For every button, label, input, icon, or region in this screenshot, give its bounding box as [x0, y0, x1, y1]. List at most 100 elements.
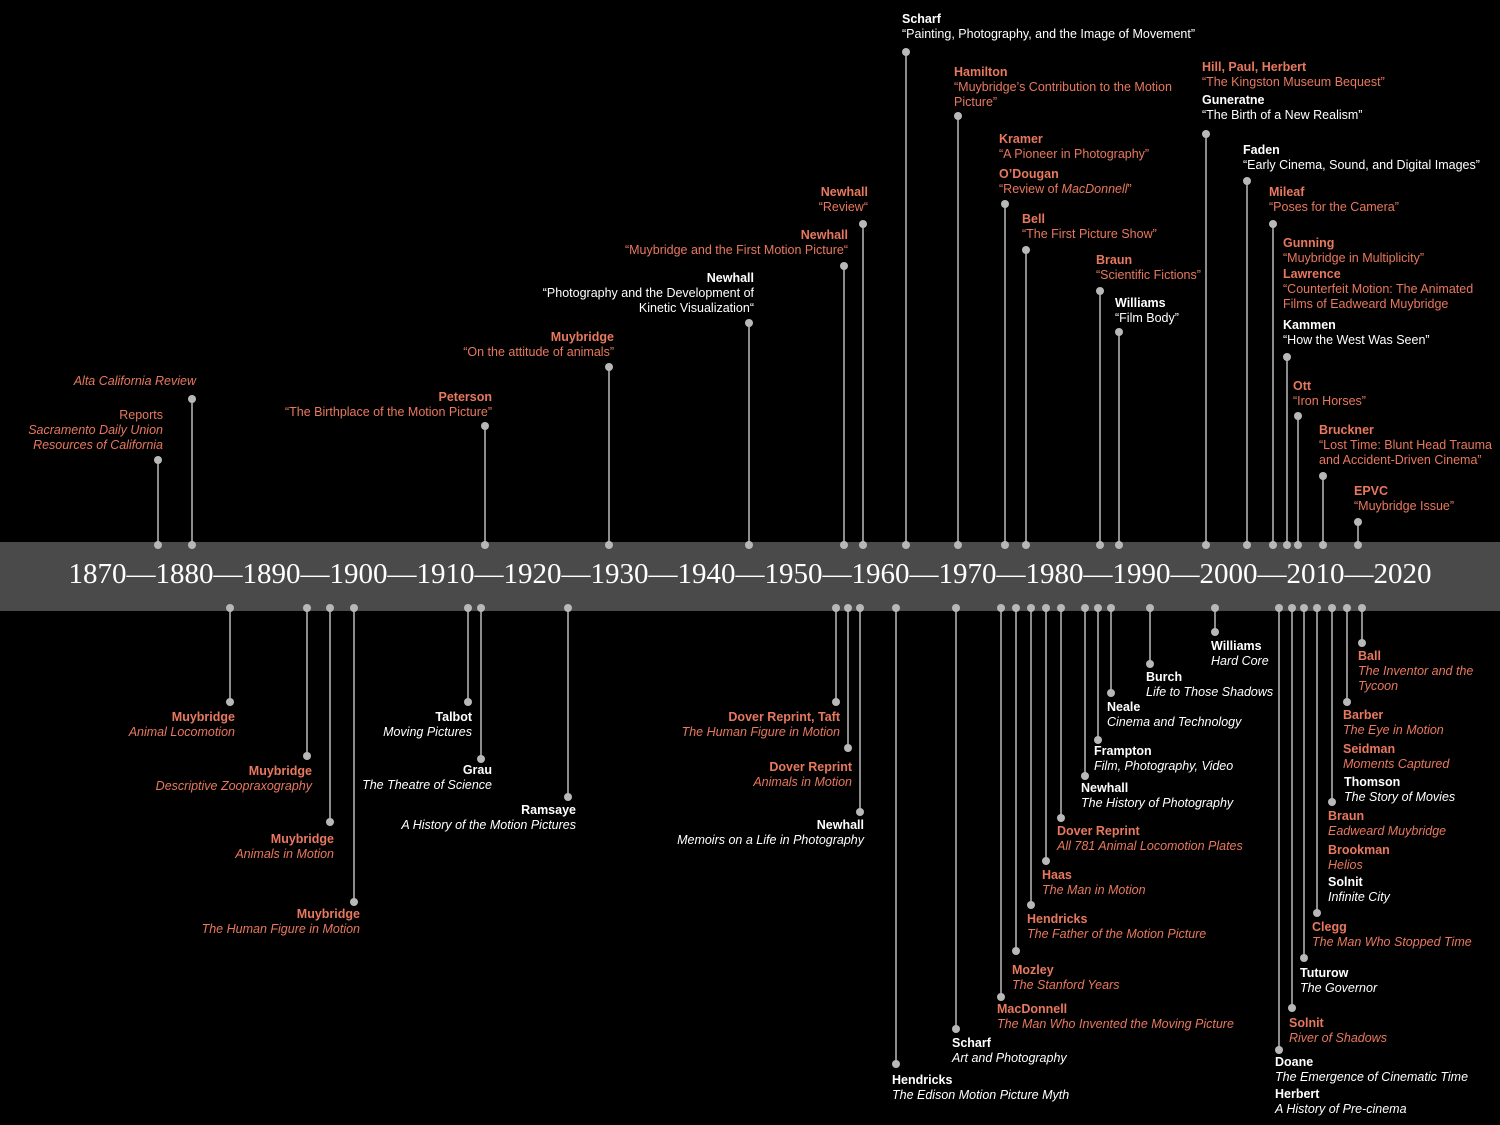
stem-end-dot — [840, 262, 848, 270]
entry-title: “Muybridge Issue” — [1354, 499, 1455, 513]
axis-dot — [1094, 604, 1102, 612]
entry-title: The Man Who Invented the Moving Picture — [997, 1017, 1234, 1031]
entry-author: Newhall — [820, 185, 868, 199]
timeline-entry-hill: Hill, Paul, Herbert“The Kingston Museum … — [1202, 60, 1385, 90]
entry-title: The Human Figure in Motion — [201, 922, 360, 936]
stem-end-dot — [226, 698, 234, 706]
entry-author: Ball — [1358, 649, 1381, 663]
entry-title: All 781 Animal Locomotion Plates — [1057, 839, 1243, 853]
entry-author: Hamilton — [954, 65, 1008, 79]
stem-end-dot — [1269, 220, 1277, 228]
entry-title: The Human Figure in Motion — [681, 725, 840, 739]
stem-end-dot — [1012, 947, 1020, 955]
entry-title: “A Pioneer in Photography” — [999, 147, 1150, 161]
stem-end-dot — [188, 395, 196, 403]
stem-end-dot — [1319, 472, 1327, 480]
axis-dot — [892, 604, 900, 612]
stem-end-dot — [952, 1025, 960, 1033]
entry-author: Muybridge — [296, 907, 360, 921]
entry-author: Hendricks — [892, 1073, 953, 1087]
stem-end-dot — [326, 818, 334, 826]
entry-author: Braun — [1328, 809, 1365, 823]
entry-author: Bruckner — [1319, 423, 1374, 437]
entry-author: Solnit — [1328, 875, 1363, 889]
timeline-stem — [1303, 608, 1305, 958]
entry-title-line: “Lost Time: Blunt Head Trauma — [1319, 438, 1492, 452]
stem-end-dot — [859, 220, 867, 228]
entry-title-line: Sacramento Daily Union — [28, 423, 163, 437]
axis-dot — [1283, 541, 1291, 549]
timeline-stem — [1316, 608, 1318, 913]
entry-author: Muybridge — [171, 710, 235, 724]
timeline-entry-epvc: EPVC“Muybridge Issue” — [1354, 484, 1454, 514]
entry-title: The Story of Movies — [1344, 790, 1456, 804]
stem-end-dot — [1358, 639, 1366, 647]
entry-author: Neale — [1107, 700, 1141, 714]
entry-title: “On the attitude of animals” — [463, 345, 614, 359]
stem-end-dot — [1107, 689, 1115, 697]
entry-author: Muybridge — [550, 330, 614, 344]
axis-dot — [844, 604, 852, 612]
entry-title: “How the West Was Seen” — [1283, 333, 1430, 347]
entry-title: Infinite City — [1328, 890, 1390, 904]
timeline-entry-faden: Faden“Early Cinema, Sound, and Digital I… — [1243, 143, 1480, 173]
entry-title: “The Birthplace of the Motion Picture” — [284, 405, 492, 419]
entry-title: “Painting, Photography, and the Image of… — [902, 27, 1195, 41]
entry-author: Lawrence — [1283, 267, 1341, 281]
entry-author: Faden — [1243, 143, 1280, 157]
axis-dot — [840, 541, 848, 549]
axis-dot — [605, 541, 613, 549]
stem-end-dot — [481, 422, 489, 430]
timeline-stem — [1149, 608, 1151, 664]
timeline-stem — [1286, 357, 1288, 545]
axis-dot — [326, 604, 334, 612]
stem-end-dot — [1354, 518, 1362, 526]
timeline-stem — [955, 608, 957, 1029]
entry-title: River of Shadows — [1289, 1031, 1387, 1045]
entry-title: Life to Those Shadows — [1146, 685, 1274, 699]
entry-author: Solnit — [1289, 1016, 1324, 1030]
stem-end-dot — [1211, 628, 1219, 636]
timeline-stem — [1278, 608, 1280, 1050]
entry-author: Scharf — [952, 1036, 991, 1050]
stem-end-dot — [1243, 177, 1251, 185]
timeline-entry-muy-att: Muybridge“On the attitude of animals” — [463, 330, 614, 360]
stem-end-dot — [1343, 698, 1351, 706]
axis-dot — [1300, 604, 1308, 612]
entry-author: Gunning — [1283, 236, 1335, 250]
entry-title: The Governor — [1300, 981, 1378, 995]
timeline-stem — [567, 608, 569, 797]
timeline-stem — [1004, 204, 1006, 545]
entry-title: The Stanford Years — [1012, 978, 1120, 992]
entry-author: Bell — [1022, 212, 1045, 226]
axis-dot — [832, 604, 840, 612]
timeline-stem — [1099, 291, 1101, 545]
axis-dot — [1275, 604, 1283, 612]
entry-title-line: “Muybridge’s Contribution to the Motion — [954, 80, 1172, 94]
timeline-stem — [1110, 608, 1112, 693]
entry-author: Burch — [1146, 670, 1183, 684]
timeline-entry-scharf-paint: Scharf“Painting, Photography, and the Im… — [902, 12, 1195, 42]
timeline-stem — [1118, 332, 1120, 545]
entry-title: “Film Body” — [1115, 311, 1179, 325]
axis-dot — [1243, 541, 1251, 549]
timeline-stem — [1214, 608, 1216, 632]
timeline-entry-ott: Ott“Iron Horses” — [1293, 379, 1366, 409]
entry-author: Barber — [1343, 708, 1384, 722]
axis-dot — [1096, 541, 1104, 549]
entry-title-part: ” — [1127, 182, 1132, 196]
axis-dot — [856, 604, 864, 612]
stem-end-dot — [605, 363, 613, 371]
entry-author: Dover Reprint — [769, 760, 852, 774]
axis-dot — [1294, 541, 1302, 549]
entry-title: Eadweard Muybridge — [1328, 824, 1447, 838]
timeline-axis-years: 1870—1880—1890—1900—1910—1920—1930—1940—… — [68, 558, 1432, 590]
